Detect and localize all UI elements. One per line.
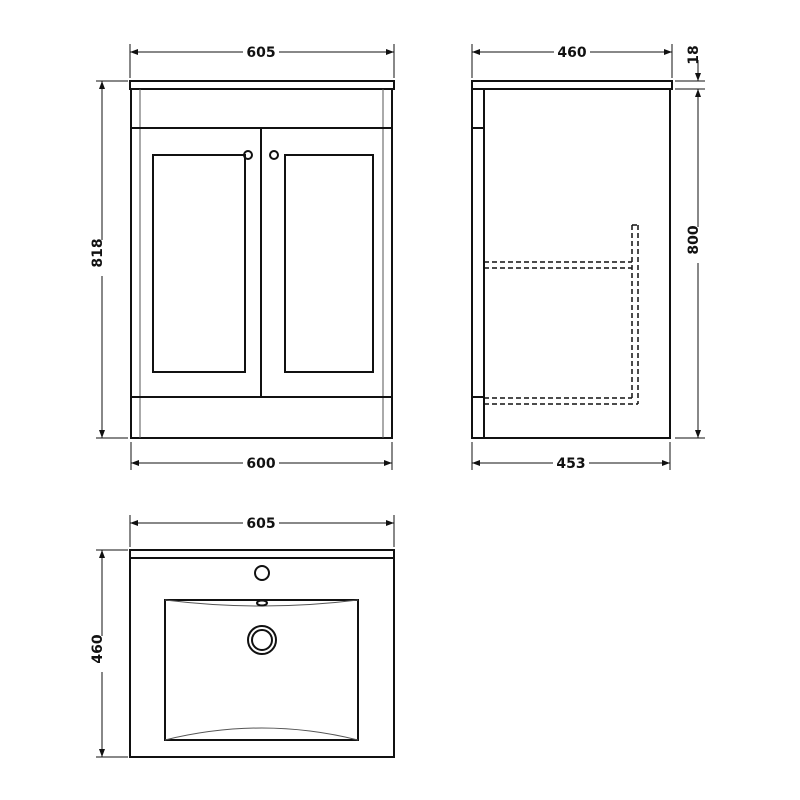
dim-front-height: 818: [90, 238, 106, 267]
dim-front-width-body: 600: [246, 456, 275, 472]
worktop: [129, 80, 395, 90]
right-door-panel: [284, 154, 374, 373]
dim-plan-depth: 460: [90, 634, 106, 663]
front-view: 605 818 600: [90, 43, 395, 472]
cabinet-side: [471, 88, 671, 439]
dim-side-height: 800: [686, 225, 702, 254]
tap-hole-icon: [254, 565, 270, 581]
cabinet-body: [130, 88, 393, 439]
waste-icon: [247, 625, 277, 655]
dim-front-width-top: 605: [246, 45, 275, 61]
plan-view: 605 460: [90, 514, 395, 758]
dim-plan-width: 605: [246, 516, 275, 532]
dim-side-depth-body: 453: [556, 456, 585, 472]
knob-icon: [269, 150, 279, 160]
basin-top: [129, 549, 395, 758]
knob-icon: [243, 150, 253, 160]
left-door-panel: [152, 154, 246, 373]
worktop-side: [471, 80, 673, 90]
side-view: 460 18 800 453: [471, 43, 707, 472]
basin-bowl: [164, 599, 359, 741]
overflow-icon: [256, 599, 268, 607]
dim-side-depth-top: 460: [557, 45, 586, 61]
back-panel-hidden: [631, 224, 639, 404]
dim-top-thickness: 18: [686, 45, 702, 64]
shelf-hidden: [484, 261, 632, 269]
base-hidden: [484, 397, 638, 405]
